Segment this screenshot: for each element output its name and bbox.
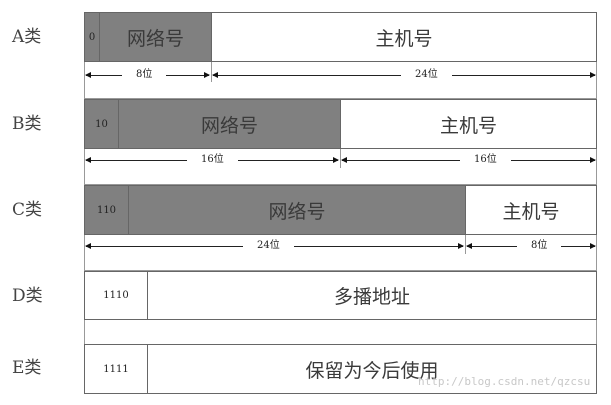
class-a-network: 网络号 [99, 12, 212, 62]
arrow-left-icon [212, 72, 218, 78]
class-c-divider-tick [465, 235, 466, 254]
class-a-label: A类 [12, 27, 42, 47]
class-a-row-bottom [84, 98, 597, 99]
class-b-host: 主机号 [340, 99, 597, 149]
class-b-network: 网络号 [118, 99, 341, 149]
class-e-prefix: 1111 [84, 344, 148, 394]
arrow-left-icon [85, 72, 91, 78]
class-e-content: 保留为今后使用 [147, 344, 597, 394]
class-b-label: B类 [12, 114, 42, 134]
class-a-prefix: 0 [84, 12, 100, 62]
arrow-right-icon [590, 157, 596, 163]
class-b-network-bits: 16位 [187, 154, 238, 166]
class-b-row-bottom [84, 184, 597, 185]
class-c-network: 网络号 [128, 185, 466, 235]
watermark: http://blog.csdn.net/qzcsu [418, 375, 591, 388]
class-a-divider-tick [211, 62, 212, 82]
class-a-network-bits: 8位 [122, 69, 167, 81]
arrow-right-icon [590, 72, 596, 78]
arrow-right-icon [333, 157, 339, 163]
class-b-host-bits: 16位 [460, 154, 511, 166]
arrow-left-icon [466, 243, 472, 249]
arrow-left-icon [85, 157, 91, 163]
arrow-right-icon [590, 243, 596, 249]
class-b-prefix: 10 [84, 99, 119, 149]
class-d-label: D类 [12, 286, 43, 306]
class-c-label: C类 [12, 200, 43, 220]
class-b-divider-tick [340, 149, 341, 168]
class-e-label: E类 [12, 358, 42, 378]
arrow-left-icon [341, 157, 347, 163]
arrow-right-icon [204, 72, 210, 78]
class-a-host: 主机号 [211, 12, 597, 62]
arrow-left-icon [85, 243, 91, 249]
class-d-content: 多播地址 [147, 271, 597, 320]
class-c-host: 主机号 [465, 185, 597, 235]
class-c-prefix: 110 [84, 185, 129, 235]
class-d-prefix: 1110 [84, 271, 148, 320]
arrow-right-icon [458, 243, 464, 249]
class-c-network-bits: 24位 [243, 240, 294, 252]
class-c-row-bottom [84, 270, 597, 271]
class-c-host-bits: 8位 [517, 240, 562, 252]
class-a-host-bits: 24位 [401, 69, 452, 81]
